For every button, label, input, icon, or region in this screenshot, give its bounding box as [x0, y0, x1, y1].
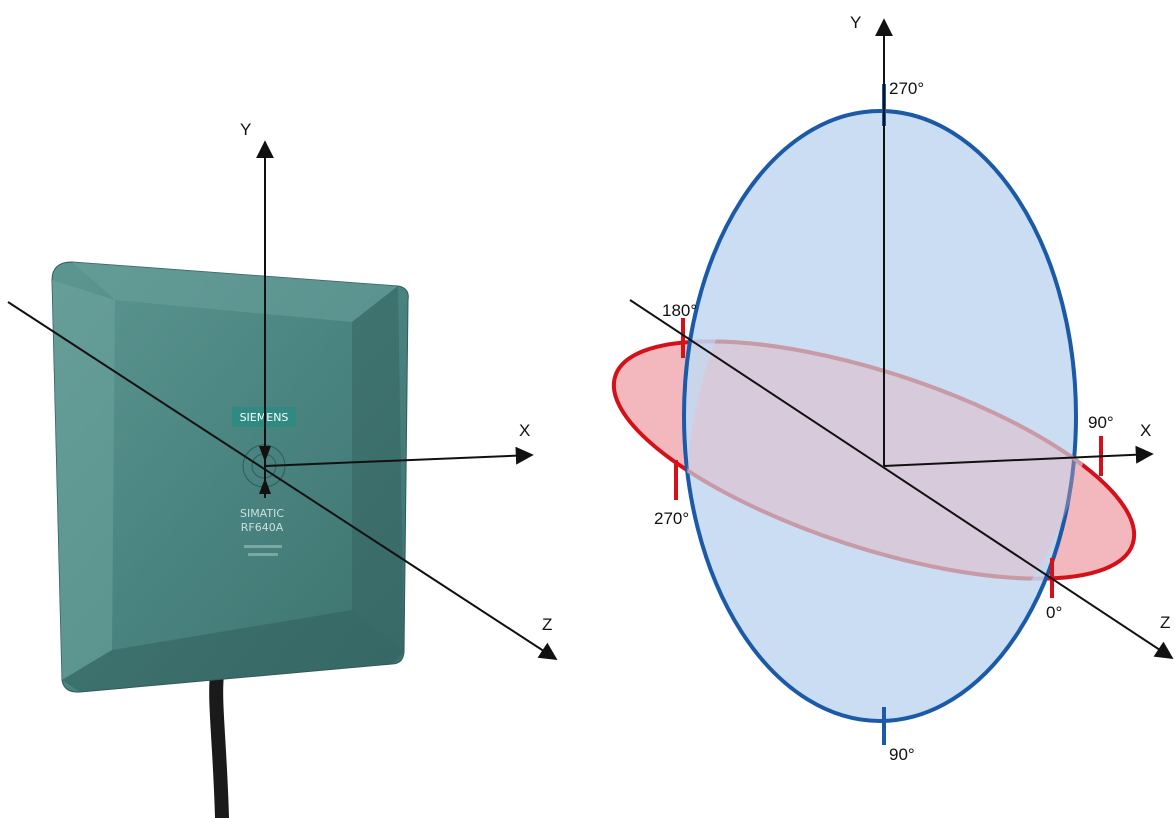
angle-label-red-back: 180° — [662, 301, 697, 320]
antenna-bevel-top — [72, 262, 398, 322]
antenna-bevel-left — [52, 280, 115, 680]
left-y-label: Y — [240, 120, 251, 139]
right-x-label: X — [1140, 421, 1151, 440]
angle-label-red-front: 0° — [1046, 603, 1062, 622]
vertical-plane — [682, 109, 1078, 723]
left-y-axis-mid-arrow — [259, 446, 271, 462]
angle-label-red-right: 90° — [1088, 413, 1114, 432]
right-z-axis — [629, 299, 1174, 659]
right-y-label: Y — [850, 13, 861, 32]
right-x-axis — [883, 445, 1154, 467]
left-y-axis-lower-arrow — [259, 478, 271, 494]
angle-label-red-left: 270° — [654, 509, 689, 528]
left-z-label: Z — [542, 615, 552, 634]
right-z-label: Z — [1160, 613, 1170, 632]
left-z-axis — [7, 301, 558, 660]
antenna-housing — [51, 261, 409, 693]
left-axes: Y X Z — [7, 120, 558, 660]
antenna-bevel-right — [352, 286, 404, 652]
angle-labels: 270° 90° 180° 270° 90° 0° — [654, 79, 1114, 764]
product-line-2: RF640A — [241, 521, 284, 534]
product-fineprint-2 — [248, 553, 278, 556]
left-x-axis — [264, 446, 534, 467]
product-fineprint-1 — [244, 545, 282, 548]
product-line-1: SIMATIC — [240, 507, 284, 520]
antenna-illustration: SIEMENS SIMATIC RF640A — [51, 261, 409, 818]
antenna-cable — [209, 668, 229, 818]
angle-label-blue-bottom: 90° — [889, 745, 915, 764]
right-axes: Y X Z — [629, 13, 1174, 659]
left-x-label: X — [519, 421, 530, 440]
radiation-diagram — [611, 84, 1137, 745]
angle-label-blue-top: 270° — [889, 79, 924, 98]
antenna-bevel-bottom — [62, 610, 404, 692]
